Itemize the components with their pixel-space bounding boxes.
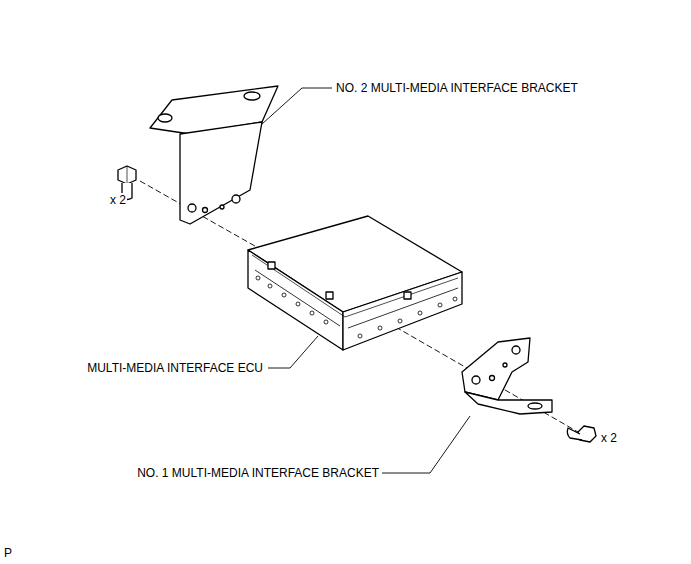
bracket-no1 — [462, 338, 552, 414]
leader-line — [262, 88, 332, 124]
leader-line — [268, 336, 318, 368]
quantity-note: x 2 — [109, 193, 127, 207]
bracket-no2 — [150, 86, 278, 224]
part-name: NO. 2 MULTI-MEDIA INTERFACE BRACKET — [335, 81, 579, 95]
part-name: NO. 1 MULTI-MEDIA INTERFACE BRACKET — [136, 466, 380, 480]
bolt — [567, 426, 596, 442]
page-mark: P — [3, 546, 13, 560]
leader-line — [382, 416, 470, 473]
quantity-note: x 2 — [600, 431, 618, 445]
assembly-line — [380, 318, 578, 432]
part-name: MULTI-MEDIA INTERFACE ECU — [86, 361, 264, 375]
ecu-box — [248, 216, 462, 350]
